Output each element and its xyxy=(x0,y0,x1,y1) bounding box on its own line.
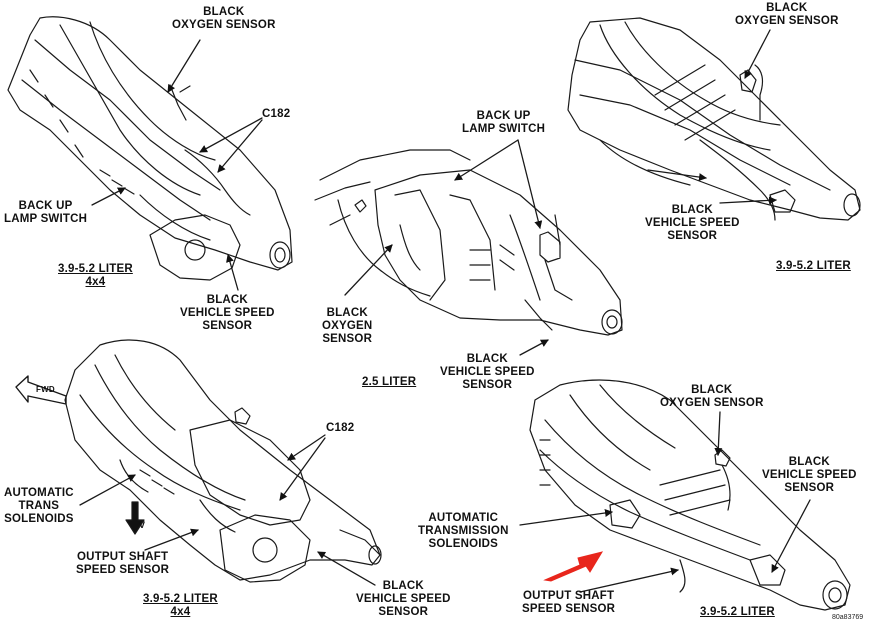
tl-vss-line-1: BLACK xyxy=(206,294,248,306)
tl-c182-label: C182 xyxy=(262,108,291,120)
br-solenoids-line-2: TRANSMISSION xyxy=(418,525,509,537)
br-oxygen-line-2: OXYGEN SENSOR xyxy=(660,397,764,409)
bl-caption-line-1: 3.9-5.2 LITER xyxy=(143,593,218,605)
mid-backup-lamp-switch-label: BACK UP LAMP SWITCH xyxy=(462,110,545,136)
tl-backup-line-2: LAMP SWITCH xyxy=(4,213,88,225)
mid-oxygen-line-1: BLACK xyxy=(326,307,368,319)
br-transmission-drawing xyxy=(529,379,851,611)
mid-backup-line-2: LAMP SWITCH xyxy=(462,123,546,135)
bl-caption-line-2: 4x4 xyxy=(170,606,191,618)
reference-code: 80a83769 xyxy=(832,614,864,621)
mid-vss-line-2: VEHICLE SPEED xyxy=(440,366,535,378)
bl-caption: 3.9-5.2 LITER 4x4 xyxy=(143,593,218,619)
br-vehicle-speed-sensor-label: BLACK VEHICLE SPEED SENSOR xyxy=(762,456,857,495)
bl-vehicle-speed-sensor-label: BLACK VEHICLE SPEED SENSOR xyxy=(356,580,451,619)
br-solenoids-line-3: SOLENOIDS xyxy=(428,538,499,550)
tl-oxygen-line-1: BLACK xyxy=(203,6,245,18)
tr-oxygen-line-1: BLACK xyxy=(766,2,808,14)
tl-backup-lamp-switch-label: BACK UP LAMP SWITCH xyxy=(4,200,87,226)
tl-oxygen-line-2: OXYGEN SENSOR xyxy=(172,19,276,31)
tl-vehicle-speed-sensor-label: BLACK VEHICLE SPEED SENSOR xyxy=(180,294,275,333)
red-highlight-arrow xyxy=(543,551,604,582)
tl-caption: 3.9-5.2 LITER 4x4 xyxy=(58,263,133,289)
mid-caption: 2.5 LITER xyxy=(362,376,417,388)
mid-vehicle-speed-sensor-label: BLACK VEHICLE SPEED SENSOR xyxy=(440,353,535,392)
br-vss-line-3: SENSOR xyxy=(784,482,835,494)
br-oss-line-2: SPEED SENSOR xyxy=(522,603,616,615)
bl-fwd-label: FWD xyxy=(36,385,55,394)
tl-transmission-drawing xyxy=(7,16,293,281)
fwd-arrow-icon xyxy=(15,375,67,405)
bl-c182-label: C182 xyxy=(326,422,355,434)
br-vss-line-2: VEHICLE SPEED xyxy=(762,469,857,481)
br-oxygen-sensor-label: BLACK OXYGEN SENSOR xyxy=(660,384,764,410)
br-transmission-solenoids-label: AUTOMATIC TRANSMISSION SOLENOIDS xyxy=(418,512,509,551)
bl-view-v-label: V xyxy=(139,520,146,530)
leader-lines xyxy=(79,29,811,593)
tl-oxygen-sensor-label: BLACK OXYGEN SENSOR xyxy=(172,6,276,32)
br-solenoids-line-1: AUTOMATIC xyxy=(428,512,499,524)
br-vss-line-1: BLACK xyxy=(788,456,830,468)
tr-vss-line-1: BLACK xyxy=(671,204,713,216)
tl-caption-line-2: 4x4 xyxy=(85,276,106,288)
bl-oss-line-2: SPEED SENSOR xyxy=(76,564,170,576)
br-output-shaft-speed-sensor-label: OUTPUT SHAFT SPEED SENSOR xyxy=(522,590,615,616)
mid-vss-line-1: BLACK xyxy=(466,353,508,365)
bl-solenoids-line-2: TRANS xyxy=(18,500,60,512)
tr-vss-line-3: SENSOR xyxy=(667,230,718,242)
br-oxygen-line-1: BLACK xyxy=(691,384,733,396)
bl-oss-line-1: OUTPUT SHAFT xyxy=(76,551,169,563)
mid-oxygen-line-2: OXYGEN xyxy=(322,320,373,332)
tr-caption: 3.9-5.2 LITER xyxy=(776,260,851,272)
tr-oxygen-sensor-label: BLACK OXYGEN SENSOR xyxy=(735,2,839,28)
tl-vss-line-2: VEHICLE SPEED xyxy=(180,307,275,319)
bl-trans-solenoids-label: AUTOMATIC TRANS SOLENOIDS xyxy=(4,487,74,526)
mid-backup-line-1: BACK UP xyxy=(476,110,531,122)
tl-backup-line-1: BACK UP xyxy=(18,200,73,212)
bl-vss-line-3: SENSOR xyxy=(378,606,429,618)
mid-oxygen-line-3: SENSOR xyxy=(322,333,373,345)
bl-output-shaft-speed-sensor-label: OUTPUT SHAFT SPEED SENSOR xyxy=(76,551,169,577)
tr-transmission-drawing xyxy=(567,17,861,221)
mid-vss-line-3: SENSOR xyxy=(462,379,513,391)
br-oss-line-1: OUTPUT SHAFT xyxy=(522,590,615,602)
mid-transmission-drawing xyxy=(314,149,623,336)
mid-oxygen-sensor-label: BLACK OXYGEN SENSOR xyxy=(322,307,372,346)
tr-vehicle-speed-sensor-label: BLACK VEHICLE SPEED SENSOR xyxy=(645,204,740,243)
view-arrow-icon xyxy=(125,501,145,535)
tl-vss-line-3: SENSOR xyxy=(202,320,253,332)
tl-caption-line-1: 3.9-5.2 LITER xyxy=(58,263,133,275)
bl-vss-line-2: VEHICLE SPEED xyxy=(356,593,451,605)
tr-vss-line-2: VEHICLE SPEED xyxy=(645,217,740,229)
bl-solenoids-line-3: SOLENOIDS xyxy=(4,513,74,525)
bl-transmission-drawing xyxy=(64,339,382,583)
bl-vss-line-1: BLACK xyxy=(382,580,424,592)
br-caption: 3.9-5.2 LITER xyxy=(700,606,775,618)
bl-solenoids-line-1: AUTOMATIC xyxy=(4,487,74,499)
tr-oxygen-line-2: OXYGEN SENSOR xyxy=(735,15,839,27)
